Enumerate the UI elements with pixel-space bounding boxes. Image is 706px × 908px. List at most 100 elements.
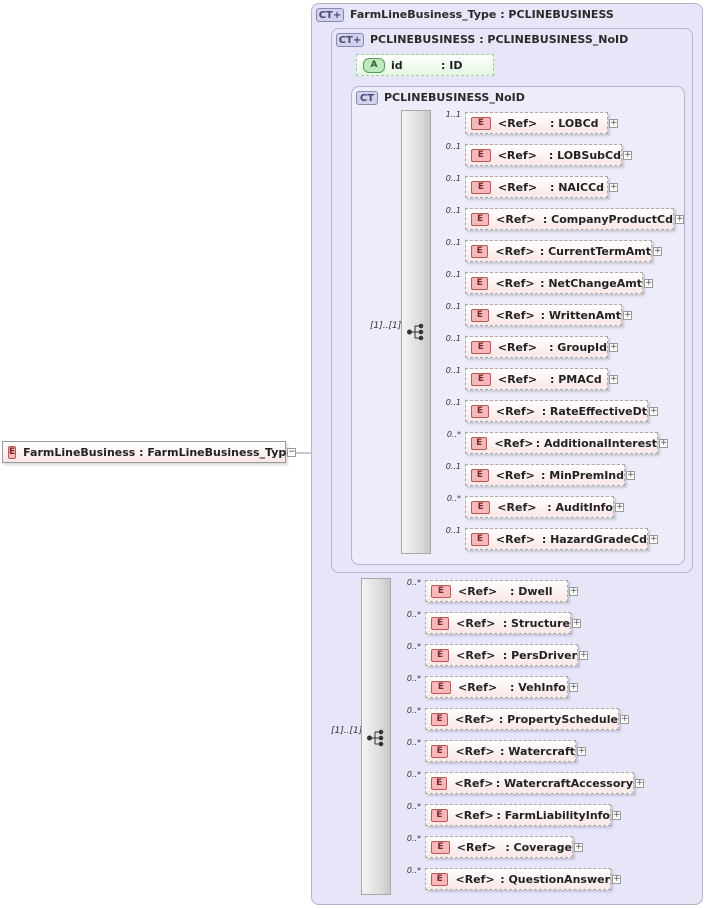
cardinality-label: 0..1 xyxy=(445,270,461,279)
expand-toggle[interactable]: + xyxy=(615,502,624,512)
element-badge: E xyxy=(431,616,450,630)
cardinality-label: 0..* xyxy=(406,578,421,587)
element-ref[interactable]: E<Ref>: VehInfo xyxy=(425,676,568,698)
inner-ct-title: PCLINEBUSINESS_NoID xyxy=(384,91,525,104)
element-ref-label: <Ref> xyxy=(458,584,498,598)
expand-toggle[interactable]: + xyxy=(649,534,658,544)
element-ref[interactable]: E<Ref>: CompanyProductCd xyxy=(465,208,674,230)
element-ref[interactable]: E<Ref>: Coverage xyxy=(425,836,573,858)
attribute-type: : ID xyxy=(441,58,463,72)
element-ref[interactable]: E<Ref>: AuditInfo xyxy=(465,496,614,518)
expand-toggle[interactable]: + xyxy=(623,150,632,160)
expand-toggle[interactable]: + xyxy=(569,682,578,692)
attribute-name: id xyxy=(391,58,403,72)
element-badge: E xyxy=(471,148,491,162)
cardinality-label: 0..* xyxy=(446,430,461,439)
element-ref[interactable]: E<Ref>: LOBCd xyxy=(465,112,608,134)
expand-toggle[interactable]: + xyxy=(653,246,662,256)
element-type-name: : Dwell xyxy=(510,584,553,598)
element-ref-label: <Ref> xyxy=(498,372,538,386)
root-element-label: FarmLineBusiness : FarmLineBusiness_Type xyxy=(23,445,294,459)
expand-toggle[interactable]: + xyxy=(577,746,586,756)
element-ref[interactable]: E<Ref>: QuestionAnswer xyxy=(425,868,611,890)
expand-toggle[interactable]: + xyxy=(620,714,629,724)
element-ref[interactable]: E<Ref>: MinPremInd xyxy=(465,464,625,486)
sequence-compositor-1[interactable] xyxy=(401,110,431,554)
element-type-name: : Coverage xyxy=(505,840,572,854)
element-ref[interactable]: E<Ref>: Watercraft xyxy=(425,740,576,762)
element-badge: E xyxy=(471,468,489,482)
sequence-icon xyxy=(367,729,384,747)
element-type-name: : HazardGradeCd xyxy=(541,532,647,546)
cardinality-label: 0..1 xyxy=(445,174,461,183)
element-ref[interactable]: E<Ref>: LOBSubCd xyxy=(465,144,622,166)
collapse-toggle[interactable]: − xyxy=(287,447,296,457)
element-ref-label: <Ref> xyxy=(498,116,538,130)
element-type-name: : CurrentTermAmt xyxy=(539,244,651,258)
element-badge: E xyxy=(471,276,489,290)
element-ref[interactable]: E<Ref>: NAICCd xyxy=(465,176,608,198)
cardinality-label: 0..* xyxy=(406,834,421,843)
element-ref[interactable]: E<Ref>: PMACd xyxy=(465,368,608,390)
element-ref[interactable]: E<Ref>: RateEffectiveDt xyxy=(465,400,648,422)
element-badge: E xyxy=(431,776,448,790)
expand-toggle[interactable]: + xyxy=(644,278,653,288)
element-type-name: : MinPremInd xyxy=(541,468,624,482)
expand-toggle[interactable]: + xyxy=(609,374,618,384)
expand-toggle[interactable]: + xyxy=(574,842,583,852)
root-element[interactable]: E FarmLineBusiness : FarmLineBusiness_Ty… xyxy=(2,441,294,463)
element-ref[interactable]: E<Ref>: FarmLiabilityInfo xyxy=(425,804,611,826)
cardinality-label: 0..* xyxy=(406,642,421,651)
expand-toggle[interactable]: + xyxy=(623,310,632,320)
outer-ct-title: FarmLineBusiness_Type : PCLINEBUSINESS xyxy=(350,8,614,21)
element-badge: E xyxy=(471,116,491,130)
element-ref[interactable]: E<Ref>: Dwell xyxy=(425,580,568,602)
cardinality-label: 0..* xyxy=(406,674,421,683)
expand-toggle[interactable]: + xyxy=(675,214,684,224)
element-ref[interactable]: E<Ref>: NetChangeAmt xyxy=(465,272,643,294)
element-type-name: : CompanyProductCd xyxy=(542,212,673,226)
element-ref[interactable]: E<Ref>: AdditionalInterest xyxy=(465,432,658,454)
expand-toggle[interactable]: + xyxy=(612,810,621,820)
expand-toggle[interactable]: + xyxy=(569,586,578,596)
cardinality-label: 0..* xyxy=(406,770,421,779)
element-ref[interactable]: E<Ref>: Structure xyxy=(425,612,571,634)
element-ref[interactable]: E<Ref>: GroupId xyxy=(465,336,608,358)
sequence-icon xyxy=(407,323,424,341)
element-ref-label: <Ref> xyxy=(495,308,535,322)
element-badge: E xyxy=(431,680,451,694)
cardinality-label: 0..* xyxy=(446,494,461,503)
element-ref[interactable]: E<Ref>: CurrentTermAmt xyxy=(465,240,652,262)
expand-toggle[interactable]: + xyxy=(609,118,618,128)
cardinality-label: 0..1 xyxy=(445,206,461,215)
element-ref[interactable]: E<Ref>: PersDriver xyxy=(425,644,578,666)
element-badge: E xyxy=(8,445,17,459)
element-ref-label: <Ref> xyxy=(495,532,536,546)
element-type-name: : PersDriver xyxy=(502,648,577,662)
element-ref[interactable]: E<Ref>: WrittenAmt xyxy=(465,304,622,326)
element-ref-label: <Ref> xyxy=(455,872,495,886)
expand-toggle[interactable]: + xyxy=(659,438,668,448)
cardinality-label: 0..* xyxy=(406,706,421,715)
expand-toggle[interactable]: + xyxy=(626,470,635,480)
expand-toggle[interactable]: + xyxy=(579,650,588,660)
expand-toggle[interactable]: + xyxy=(609,342,618,352)
attribute-id[interactable]: A id : ID xyxy=(356,54,494,76)
element-ref[interactable]: E<Ref>: HazardGradeCd xyxy=(465,528,648,550)
expand-toggle[interactable]: + xyxy=(649,406,658,416)
cardinality-label: 0..1 xyxy=(445,238,461,247)
element-ref-label: <Ref> xyxy=(495,276,535,290)
cardinality-label: 1..1 xyxy=(445,110,461,119)
element-ref-label: <Ref> xyxy=(454,776,494,790)
expand-toggle[interactable]: + xyxy=(609,182,618,192)
expand-toggle[interactable]: + xyxy=(572,618,581,628)
sequence-compositor-2[interactable] xyxy=(361,578,391,895)
element-ref-label: <Ref> xyxy=(494,436,534,450)
element-type-name: : WatercraftAccessory xyxy=(495,776,633,790)
element-badge: E xyxy=(471,372,491,386)
element-ref[interactable]: E<Ref>: PropertySchedule xyxy=(425,708,619,730)
expand-toggle[interactable]: + xyxy=(612,874,621,884)
expand-toggle[interactable]: + xyxy=(635,778,644,788)
element-ref[interactable]: E <Ref>: WatercraftAccessory xyxy=(425,772,634,794)
ct-extension-badge: CT+ xyxy=(336,33,364,47)
